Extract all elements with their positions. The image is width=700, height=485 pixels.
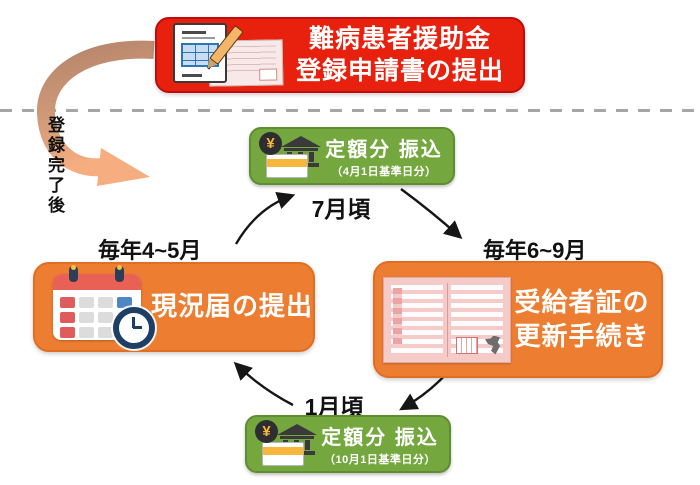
document-text-line <box>182 74 202 77</box>
registration-title: 難病患者援助金 登録申請書の提出 <box>283 23 523 88</box>
status-report-box: 現況届の提出 <box>33 262 315 352</box>
calendar-cell <box>60 297 75 308</box>
document-text-line <box>182 37 215 39</box>
document-text-line <box>182 31 206 34</box>
after-registration-arrowhead-icon <box>97 148 150 186</box>
timing-april-may-label: 毎年4~5月 <box>98 238 202 263</box>
registration-title-line1: 難病患者援助金 <box>308 24 491 53</box>
calendar-cell <box>98 312 113 323</box>
cycle-arrow-july-to-renewal <box>400 188 463 239</box>
calendar-cell <box>60 312 75 323</box>
after-registration-label: 登録完了後 <box>45 116 64 216</box>
calendar-cell <box>98 297 113 308</box>
yen-bank-transfer-icon: ¥ <box>259 132 321 179</box>
calendar-cell <box>117 297 132 308</box>
deposit-subtitle: （10月1日基準日分） <box>324 454 436 466</box>
certificate-renewal-line2: 更新手続き <box>514 320 650 351</box>
calendar-pin-icon <box>115 265 124 282</box>
calendar-cell <box>79 312 94 323</box>
deposit-april-text: 定額分 振込 （4月1日基準日分） <box>321 133 453 179</box>
certificate-row-labels <box>393 287 402 346</box>
section-divider-dashed-line <box>0 109 700 112</box>
cash-card-icon <box>262 442 304 466</box>
calendar-cell <box>79 327 94 338</box>
deposit-title: 定額分 振込 <box>325 139 443 161</box>
status-report-title: 現況届の提出 <box>151 291 314 322</box>
timing-july-label: 7月頃 <box>311 196 371 222</box>
certificate-fold-line <box>447 282 448 357</box>
cycle-arrow-statusreport-to-july <box>234 192 296 245</box>
deposit-title: 定額分 振込 <box>321 427 439 449</box>
calendar-pin-icon <box>69 265 78 282</box>
calendar-cell <box>60 327 75 338</box>
timing-june-september-label: 毎年6~9月 <box>483 238 587 263</box>
deposit-subtitle: （4月1日基準日分） <box>331 166 437 178</box>
certificate-renewal-title: 受給者証の 更新手続き <box>511 286 653 354</box>
certificate-stamp <box>456 336 478 354</box>
certificate-renewal-line1: 受給者証の <box>514 286 650 317</box>
certificate-renewal-box: 受給者証の 更新手続き <box>373 261 663 378</box>
application-document-icon <box>165 22 284 88</box>
deposit-april-box: ¥ 定額分 振込 （4月1日基準日分） <box>249 127 455 185</box>
deposit-october-box: ¥ 定額分 振込 （10月1日基準日分） <box>245 415 451 473</box>
registration-application-box: 難病患者援助金 登録申請書の提出 <box>155 17 525 93</box>
recipient-certificate-image <box>383 276 511 363</box>
calendar-header <box>53 274 141 290</box>
calendar-clock-icon <box>47 265 155 349</box>
cycle-arrow-january-to-statusreport <box>233 361 294 407</box>
deposit-october-text: 定額分 振込 （10月1日基準日分） <box>317 421 449 467</box>
calendar-cell <box>98 327 113 338</box>
calendar-cell <box>79 297 94 308</box>
clock-icon <box>113 307 155 349</box>
yen-bank-transfer-icon: ¥ <box>255 420 317 467</box>
yen-coin-icon: ¥ <box>259 132 282 155</box>
registration-title-line2: 登録申請書の提出 <box>295 57 504 85</box>
cash-card-icon <box>266 154 308 178</box>
yen-coin-icon: ¥ <box>255 420 278 443</box>
